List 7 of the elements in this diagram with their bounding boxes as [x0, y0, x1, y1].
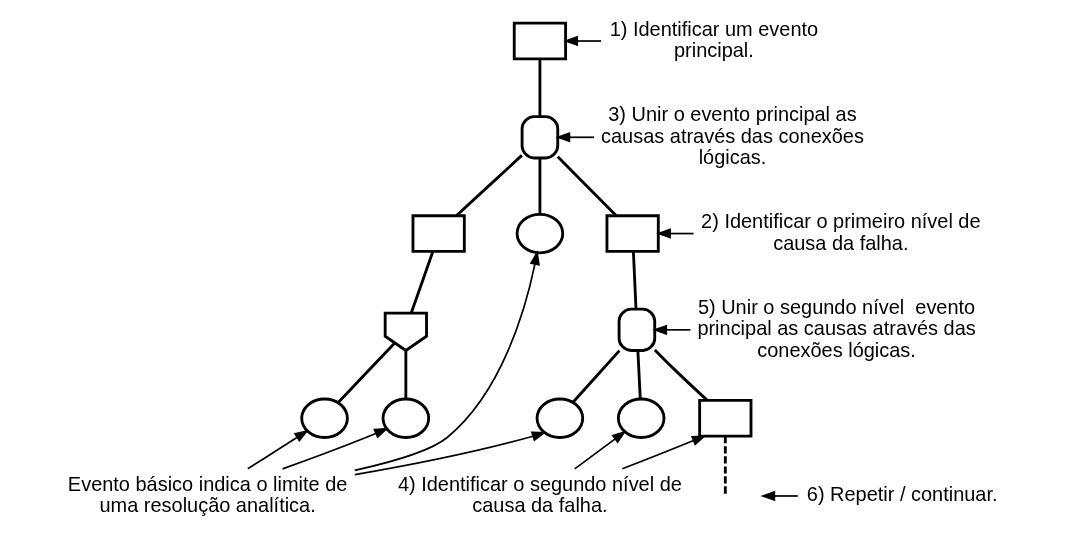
node-text: 3) Unir o evento principal as causas através das conexões lógicas.	[600, 103, 864, 168]
node-text: 4) Identificar o segundo nível de causa da falha.	[397, 472, 682, 516]
node-text: 2) Identificar o primeiro nível de causa da falha.	[700, 210, 981, 254]
node-text: 1) Identificar um evento principal.	[609, 17, 818, 61]
node-text: 6) Repetir / continuar.	[806, 483, 998, 506]
node-text: 5) Unir o segundo nível evento principal as causas através das conexões lógicas.	[696, 295, 976, 361]
node-text: Evento básico indica o limite de uma resolução analítica.	[67, 472, 347, 516]
